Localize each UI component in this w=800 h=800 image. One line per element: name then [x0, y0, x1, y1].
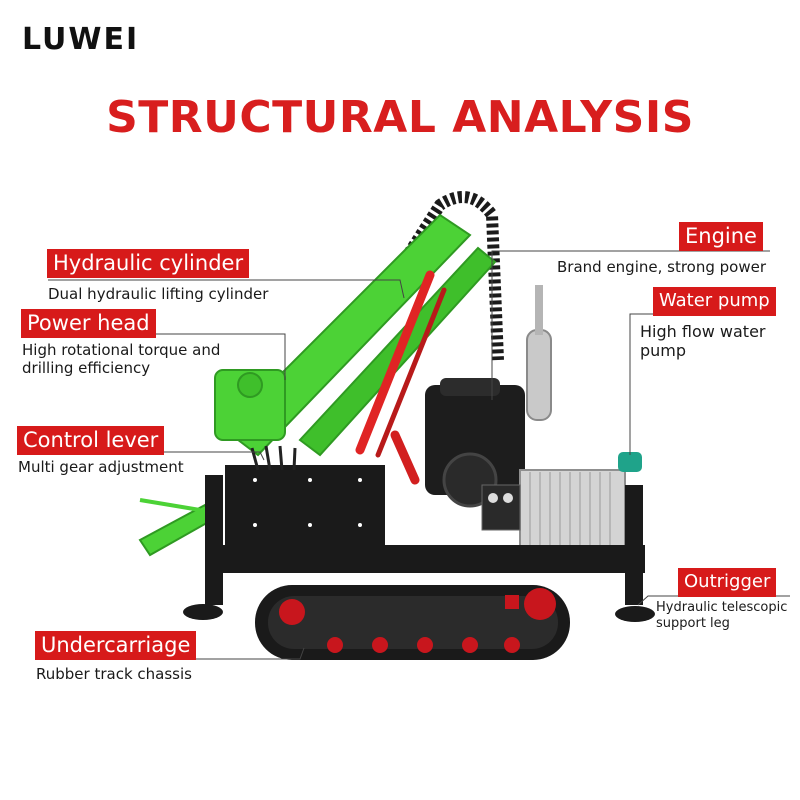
callout-outrigger-desc-1: Hydraulic telescopic: [656, 600, 788, 615]
callout-control-lever-label: Control lever: [17, 426, 165, 455]
callout-water-pump-desc-2: pump: [640, 341, 687, 360]
page-title: STRUCTURAL ANALYSIS: [106, 92, 694, 143]
callout-engine-desc: Brand engine, strong power: [557, 258, 767, 276]
callout-hydraulic-cylinder-label: Hydraulic cylinder: [47, 249, 250, 278]
radiator-shape: [519, 469, 626, 551]
callout-undercarriage-desc: Rubber track chassis: [36, 665, 192, 683]
exhaust-pipe: [526, 329, 552, 421]
hydraulic-cylinder-shape: [355, 270, 435, 455]
water-pump-shape: [618, 452, 642, 472]
callout-undercarriage-label: Undercarriage: [35, 631, 197, 660]
callout-outrigger-desc-2: support leg: [656, 616, 730, 631]
callout-engine-label: Engine: [679, 222, 763, 251]
cable-chain: [354, 191, 504, 361]
hydraulic-tank: [225, 465, 385, 545]
track-rollers: [279, 588, 556, 653]
callout-water-pump-desc-1: High flow water: [640, 322, 766, 341]
outrigger-foot-right: [615, 606, 655, 622]
brand-logo: LUWEI: [22, 22, 140, 57]
outrigger-foot-left: [183, 604, 223, 620]
main-frame: [205, 545, 645, 573]
callout-power-head-desc-1: High rotational torque and: [22, 341, 221, 359]
callout-water-pump-label: Water pump: [653, 287, 776, 316]
callout-control-lever-desc: Multi gear adjustment: [18, 458, 184, 476]
callout-power-head-label: Power head: [21, 309, 156, 338]
callout-outrigger-label: Outrigger: [678, 568, 777, 597]
callout-hydraulic-cylinder-desc: Dual hydraulic lifting cylinder: [48, 285, 269, 303]
callout-power-head-desc-2: drilling efficiency: [22, 359, 151, 377]
